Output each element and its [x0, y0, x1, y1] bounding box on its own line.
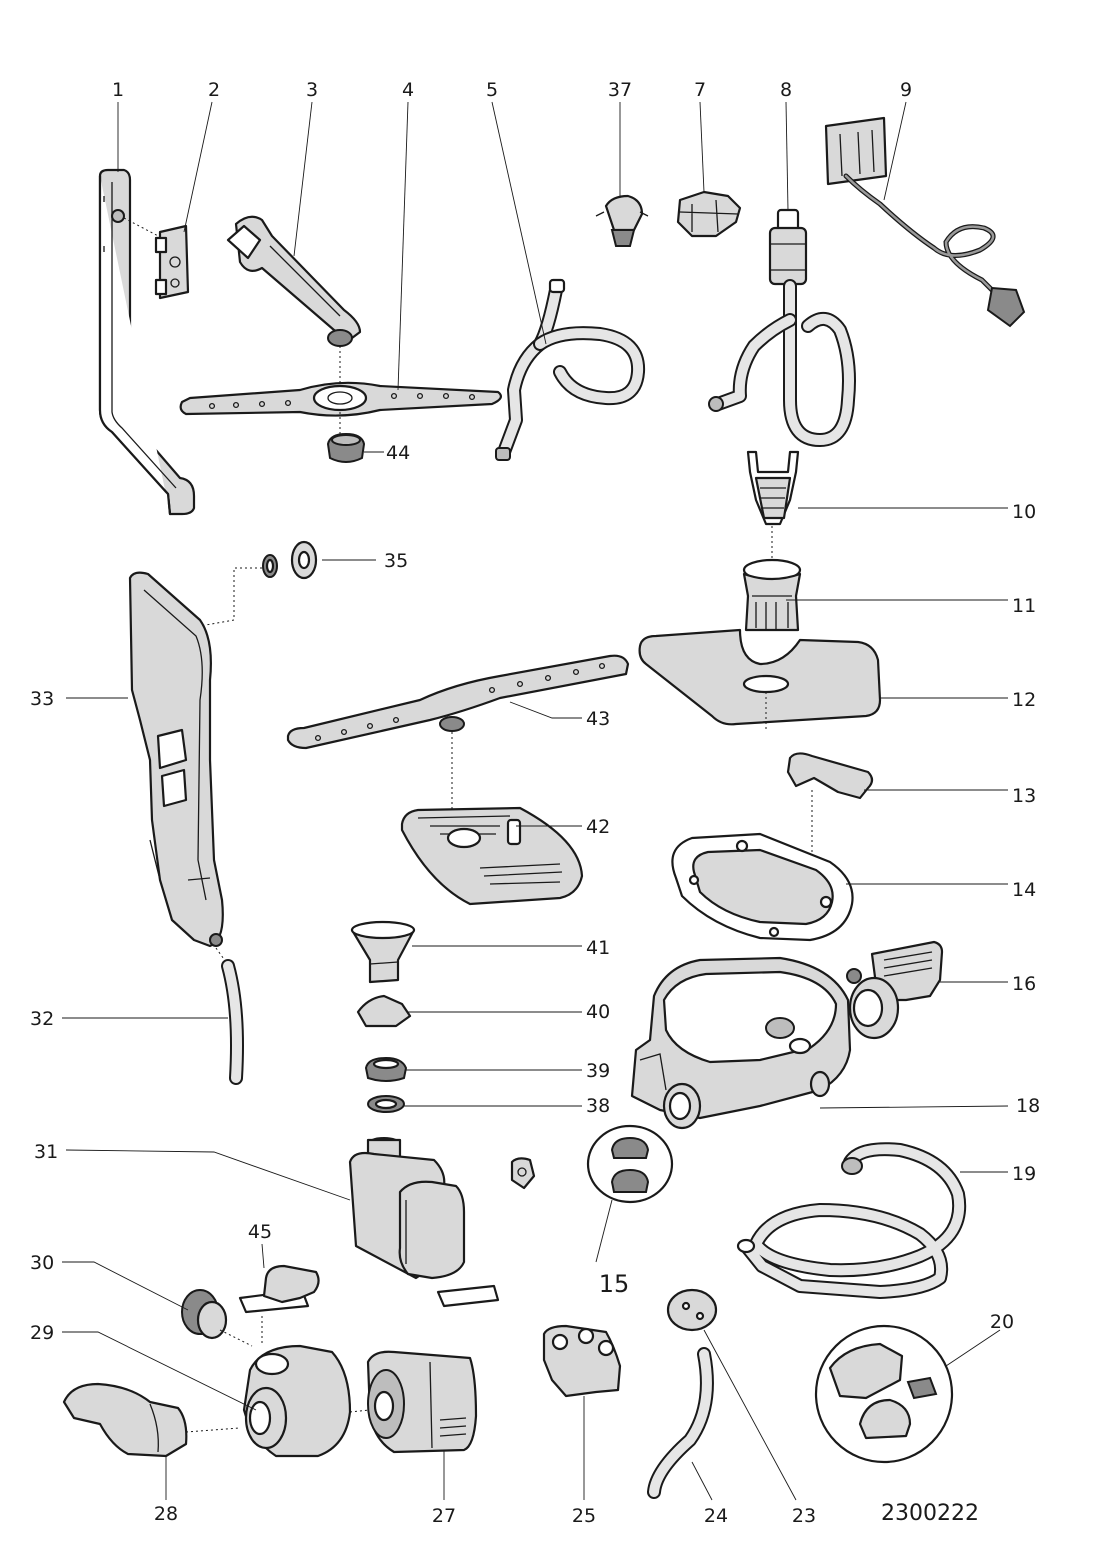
callout-20: 20: [990, 1311, 1014, 1333]
callout-7: 7: [694, 79, 706, 101]
part-11-filter-cylinder: [742, 558, 802, 632]
callout-18: 18: [1016, 1095, 1040, 1117]
part-10-filter-insert: [746, 450, 800, 560]
callout-4: 4: [402, 79, 414, 101]
callout-19: 19: [1012, 1163, 1036, 1185]
part-29-circulation-pump: [242, 1344, 352, 1458]
part-24-tube: [647, 1347, 714, 1499]
part-3-upper-spray-arm: [226, 215, 362, 347]
part-20-micro-switch: [814, 1324, 954, 1464]
part-16-drain-pump: [846, 940, 944, 1040]
part-12-filter-plate: [638, 628, 882, 730]
part-32-tube: [215, 947, 244, 1085]
part-37-valve: [595, 194, 649, 247]
drawing-number: 2300222: [881, 1501, 979, 1526]
part-31-water-softener: [348, 1137, 500, 1308]
callout-37: 37: [608, 79, 632, 101]
part-8-aquastop-hose: [708, 208, 856, 447]
callout-29: 29: [30, 1322, 54, 1344]
part-30-sleeve: [181, 1289, 253, 1347]
part-5-inlet-hose: [495, 278, 646, 461]
callout-11: 11: [1012, 595, 1036, 617]
callout-39: 39: [586, 1060, 610, 1082]
part-27-motor: [349, 1350, 478, 1454]
part-25-heater: [542, 1324, 622, 1398]
part-35-seal: [199, 540, 318, 627]
callout-35: 35: [384, 550, 408, 572]
callout-25: 25: [572, 1505, 596, 1527]
part-33-side-panel: [128, 571, 224, 948]
callout-40: 40: [586, 1001, 610, 1023]
callout-5: 5: [486, 79, 498, 101]
part-41-funnel: [350, 920, 416, 984]
callout-30: 30: [30, 1252, 54, 1274]
part-19-drain-hose: [736, 1142, 967, 1299]
callout-43: 43: [586, 708, 610, 730]
callout-12: 12: [1012, 689, 1036, 711]
callout-32: 32: [30, 1008, 54, 1030]
callout-15: 15: [599, 1270, 630, 1298]
callout-8: 8: [780, 79, 792, 101]
callout-2: 2: [208, 79, 220, 101]
callout-10: 10: [1012, 501, 1036, 523]
part-18-sump: [630, 956, 852, 1130]
callout-23: 23: [792, 1505, 816, 1527]
callout-1: 1: [112, 79, 124, 101]
part-28-elbow: [62, 1382, 241, 1458]
callout-38: 38: [586, 1095, 610, 1117]
callout-3: 3: [306, 79, 318, 101]
part-2-bracket: [111, 209, 190, 300]
callout-31: 31: [34, 1141, 58, 1163]
callout-16: 16: [1012, 973, 1036, 995]
callout-41: 41: [586, 937, 610, 959]
callout-27: 27: [432, 1505, 456, 1527]
small-connector: [510, 1157, 536, 1190]
part-39-nut: [364, 1056, 408, 1082]
callout-44: 44: [386, 442, 410, 464]
part-38-ring: [367, 1095, 405, 1113]
part-1-supply-tube: [98, 168, 196, 516]
callout-28: 28: [154, 1503, 178, 1525]
part-15-valve-set: [586, 1124, 674, 1204]
callout-labels: 1 2 3 4 5 37 7 8 9 44 10 35 11 33 12 43 …: [30, 79, 1040, 1527]
part-7-clip: [676, 190, 742, 238]
part-43-spray-arm: [286, 654, 630, 812]
part-45-pipe-bracket: [238, 1264, 320, 1346]
part-4-lower-spray-arm: [179, 346, 502, 436]
part-14-gasket: [671, 832, 854, 942]
callout-14: 14: [1012, 879, 1036, 901]
callout-42: 42: [586, 816, 610, 838]
callout-33: 33: [30, 688, 54, 710]
part-40-cap: [356, 994, 412, 1028]
callout-45: 45: [248, 1221, 272, 1243]
callout-9: 9: [900, 79, 912, 101]
part-9-power-cord: [824, 116, 1026, 328]
part-42-microfilter: [400, 806, 584, 906]
callout-13: 13: [1012, 785, 1036, 807]
part-23-cap: [666, 1288, 718, 1332]
leader-lines: [62, 101, 1009, 1501]
part-44-nut: [326, 432, 366, 463]
callout-24: 24: [704, 1505, 728, 1527]
